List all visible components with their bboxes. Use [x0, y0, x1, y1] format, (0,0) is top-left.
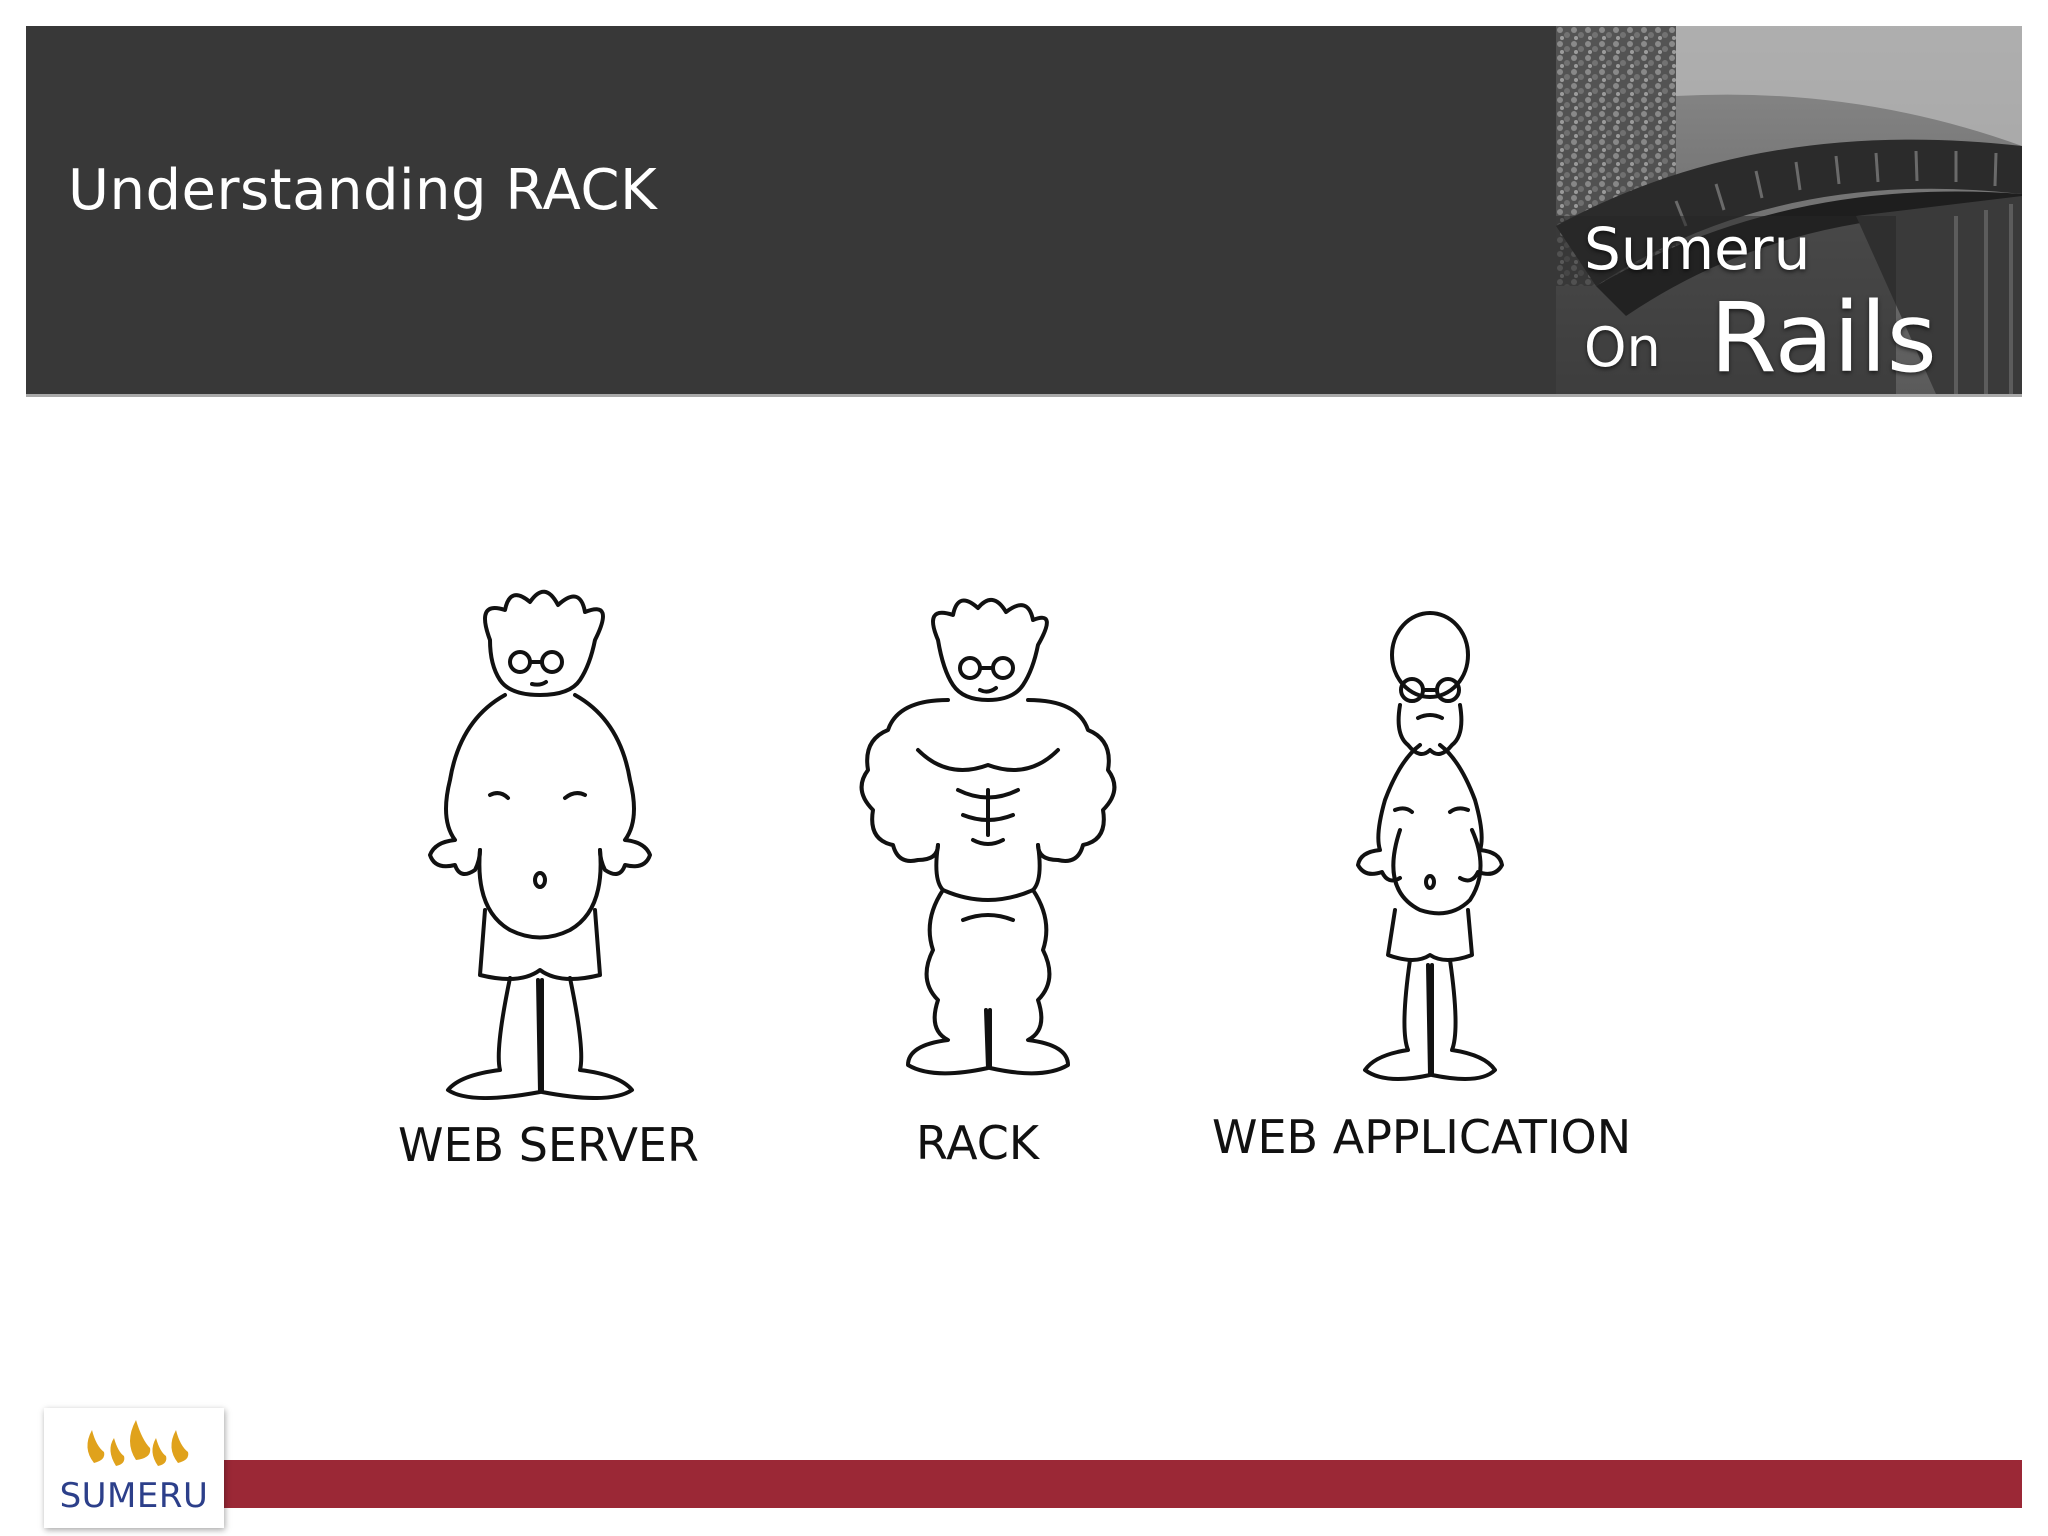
rack-figure: [838, 590, 1138, 1110]
muscular-man-icon: [859, 598, 1117, 1076]
slide-header: [26, 26, 2022, 394]
brand-title-on: On: [1584, 316, 1661, 379]
brand-title-rails: Rails: [1710, 282, 1937, 394]
brand-title-line1: Sumeru: [1584, 215, 1811, 283]
railway-photo: [1556, 26, 2022, 394]
rack-caption: RACK: [916, 1116, 1040, 1170]
footer-bar: [222, 1460, 2022, 1508]
web-server-figure: [380, 580, 700, 1100]
sumeru-logo: SUMERU: [44, 1408, 224, 1528]
chubby-man-icon: [428, 589, 652, 1100]
web-application-caption: WEB APPLICATION: [1212, 1110, 1632, 1164]
web-application-figure: [1300, 610, 1560, 1110]
web-server-caption: WEB SERVER: [398, 1118, 699, 1172]
header-divider: [26, 394, 2022, 397]
sumeru-logo-text: SUMERU: [59, 1476, 209, 1516]
slide-title: Understanding RACK: [68, 158, 658, 223]
flame-drops-icon: [87, 1420, 189, 1466]
bald-bearded-man-icon: [1356, 611, 1504, 1081]
